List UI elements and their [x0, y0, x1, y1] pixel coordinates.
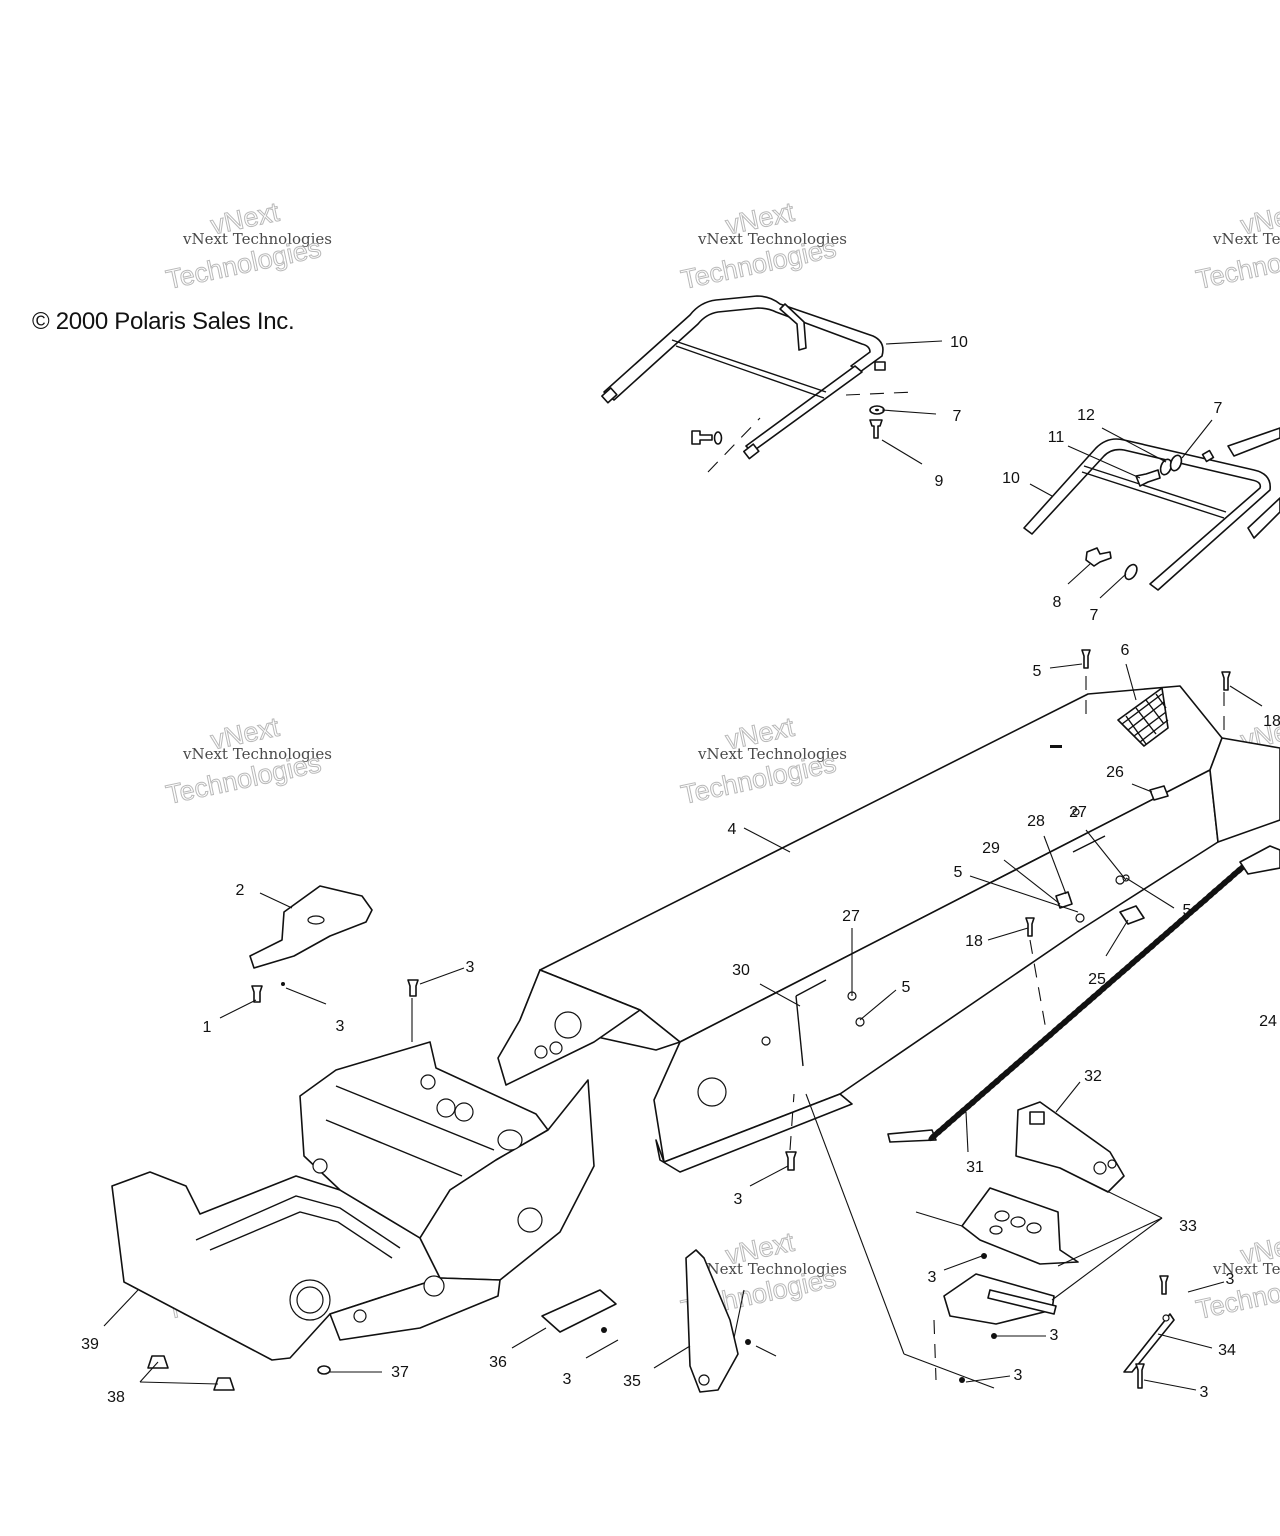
bracket-part-35 — [685, 1249, 739, 1393]
nut-part-38 — [147, 1355, 235, 1391]
watermark-line1: vNext Technologies — [182, 230, 332, 248]
callout-c10b: 10 — [1002, 470, 1020, 487]
bracket-part-36 — [541, 1289, 617, 1333]
callout-c5c: 5 — [1183, 902, 1192, 919]
callout-c3d: 3 — [563, 1371, 572, 1388]
hardware-bolt-9 — [869, 419, 883, 439]
hardware-washer-12 — [1159, 454, 1183, 476]
callout-c7c: 7 — [1090, 607, 1099, 624]
callout-c28: 28 — [1027, 813, 1045, 830]
bracket-part-34 — [1123, 1313, 1175, 1373]
watermark-line1: vNext Technologies — [697, 230, 847, 248]
callout-c27a: 27 — [1069, 804, 1087, 821]
callout-c2: 2 — [236, 882, 245, 899]
callout-c3i: 3 — [1200, 1384, 1209, 1401]
hardware-bolt-11 — [1135, 469, 1161, 487]
bumper-loop-front — [601, 295, 886, 460]
watermark-line1: vNext Technologies — [697, 745, 847, 763]
callout-c7b: 7 — [1214, 400, 1223, 417]
callout-c5a: 5 — [1033, 663, 1042, 680]
watermark: vNext vNext Technologies Technologies — [678, 196, 847, 295]
callout-c38: 38 — [107, 1389, 125, 1406]
cooler-spring — [928, 860, 1250, 1142]
callout-c18b: 18 — [965, 933, 983, 950]
callout-c31: 31 — [966, 1159, 984, 1176]
callout-c36: 36 — [489, 1354, 507, 1371]
hardware-washer-7a — [869, 405, 885, 415]
callout-c3c: 3 — [734, 1191, 743, 1208]
callout-c3f: 3 — [1050, 1327, 1059, 1344]
callout-c3a: 3 — [336, 1018, 345, 1035]
leader-lines — [103, 340, 1263, 1391]
cooler-bar-part-31 — [887, 845, 1280, 1143]
callout-c7a: 7 — [953, 408, 962, 425]
callout-c3h: 3 — [1226, 1271, 1235, 1288]
watermark-line1: vNext Technologies — [182, 745, 332, 763]
callout-c29: 29 — [982, 840, 1000, 857]
callout-c33: 33 — [1179, 1218, 1197, 1235]
callout-c26: 26 — [1106, 764, 1124, 781]
callout-c3g: 3 — [1014, 1367, 1023, 1384]
hardware-bolt-8 — [1085, 547, 1112, 567]
mesh-part-6 — [1117, 687, 1169, 747]
callout-c35: 35 — [623, 1373, 641, 1390]
callout-c25: 25 — [1088, 971, 1106, 988]
callout-c9: 9 — [935, 473, 944, 490]
callout-c1: 1 — [203, 1019, 212, 1036]
watermark: vNext vNext Technologies Technologies — [163, 711, 332, 810]
callout-c5d: 5 — [902, 979, 911, 996]
heat-shield-part-32 — [1015, 1101, 1125, 1193]
callout-c3e: 3 — [928, 1269, 937, 1286]
callout-c8: 8 — [1053, 594, 1062, 611]
callout-c3b: 3 — [466, 959, 475, 976]
callout-c37: 37 — [391, 1364, 409, 1381]
callout-c4: 4 — [728, 821, 737, 838]
callout-c12: 12 — [1077, 407, 1095, 424]
hardware-washer-7c — [1124, 563, 1138, 581]
hardware-bolt-left — [691, 430, 723, 445]
bracket-part-33a — [961, 1187, 1079, 1265]
callout-c34: 34 — [1218, 1342, 1236, 1359]
watermarks: vNext vNext Technologies Technologies vN… — [163, 196, 1280, 1325]
callout-c5b: 5 — [954, 864, 963, 881]
watermark: vNext vNext Technologies Technologies — [163, 196, 332, 295]
callout-c39: 39 — [81, 1336, 99, 1353]
watermark-line1: vNext Technologies — [1212, 230, 1280, 248]
callout-c24: 24 — [1259, 1013, 1277, 1030]
watermark-line1: vNext Technologies — [697, 1260, 847, 1278]
watermark-line1: vNext Technologies — [1212, 1260, 1280, 1278]
callout-c10a: 10 — [950, 334, 968, 351]
bracket-part-33b — [943, 1273, 1057, 1325]
front-chassis-part-39 — [111, 1041, 595, 1361]
callout-c30: 30 — [732, 962, 750, 979]
callout-c18a: 18 — [1263, 713, 1280, 730]
callout-c11: 11 — [1048, 429, 1065, 446]
clip-part-37 — [317, 1365, 331, 1375]
copyright-notice: © 2000 Polaris Sales Inc. — [32, 308, 295, 335]
bumper-loop-rear — [1023, 427, 1280, 591]
tunnel-part-4 — [497, 685, 1280, 1173]
callout-c27b: 27 — [842, 908, 860, 925]
watermark: vNext vNext Technologies Technologies — [678, 711, 847, 810]
bracket-part-2 — [249, 885, 373, 969]
callout-c6: 6 — [1121, 642, 1130, 659]
callout-c32: 32 — [1084, 1068, 1102, 1085]
watermark: vNext vNext Technologies Technologies — [1193, 196, 1280, 295]
